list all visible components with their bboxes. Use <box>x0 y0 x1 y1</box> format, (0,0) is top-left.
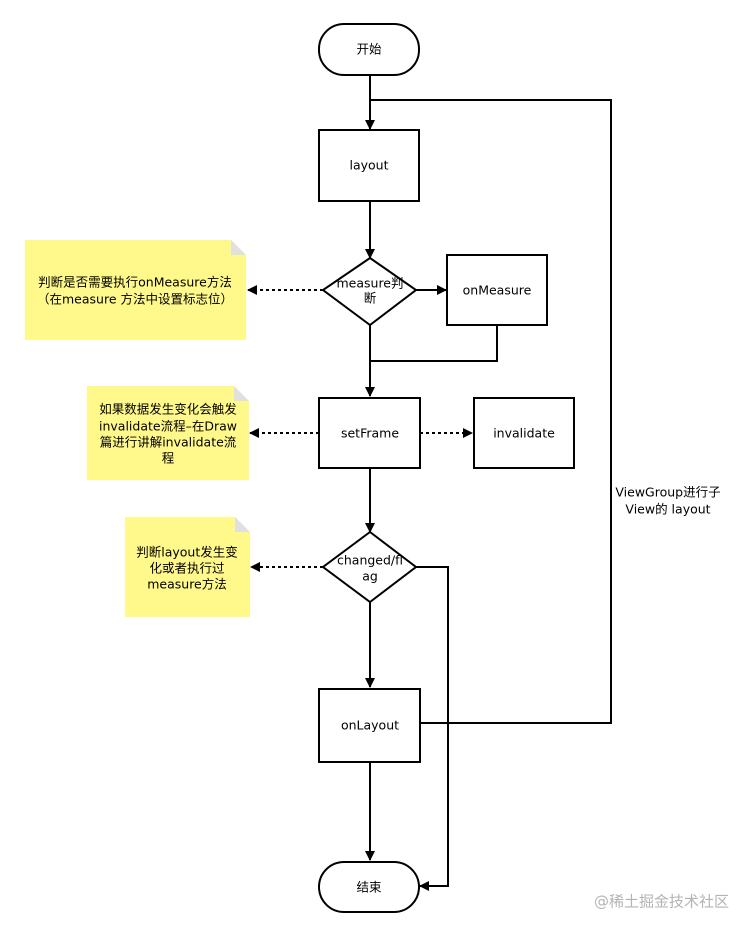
changed-decision-label-line-2: ag <box>362 569 378 584</box>
invalidate-note-line-4: 程 <box>162 451 175 466</box>
edge-changed-decision-skip-to-end <box>416 566 449 891</box>
viewgroup-loop-label-line-1: ViewGroup进行子 <box>615 485 720 500</box>
start-label: 开始 <box>356 42 382 57</box>
watermark-text: @稀土掘金技术社区 <box>594 893 729 911</box>
measure-decision-node: measure判 断 <box>321 256 418 327</box>
layout-note-line-2: 化或者执行过 <box>149 561 225 576</box>
edge-onmeasure-join <box>370 325 498 362</box>
onmeasure-label: onMeasure <box>463 283 532 298</box>
start-node: 开始 <box>318 23 420 76</box>
measure-note: 判断是否需要执行onMeasure方法 （在measure 方法中设置标志位） <box>25 240 246 340</box>
measure-note-line-1: 判断是否需要执行onMeasure方法 <box>38 275 232 290</box>
invalidate-label: invalidate <box>493 426 555 441</box>
setframe-label: setFrame <box>341 426 399 441</box>
viewgroup-loop-label-line-2: View的 layout <box>625 502 710 517</box>
layout-node: layout <box>318 129 420 202</box>
end-node: 结束 <box>318 861 420 913</box>
viewgroup-loop-label: ViewGroup进行子 View的 layout <box>615 485 720 517</box>
edge-onlayout-loop-to-layout <box>370 99 612 724</box>
invalidate-note-line-2: invalidate流程–在Draw <box>99 419 237 434</box>
connectors <box>247 75 612 891</box>
setframe-node: setFrame <box>318 397 421 469</box>
onmeasure-node: onMeasure <box>446 254 548 326</box>
changed-decision-label-line-1: changed/fl <box>337 553 403 568</box>
layout-note-line-1: 判断layout发生变 <box>136 545 238 560</box>
onlayout-label: onLayout <box>341 718 399 733</box>
changed-decision-node: changed/fl ag <box>321 530 418 604</box>
layout-note: 判断layout发生变 化或者执行过 measure方法 <box>125 517 250 617</box>
invalidate-note-line-1: 如果数据发生变化会触发 <box>99 402 237 417</box>
invalidate-note: 如果数据发生变化会触发 invalidate流程–在Draw 篇进行讲解inva… <box>87 386 249 480</box>
end-label: 结束 <box>356 880 382 895</box>
layout-label: layout <box>349 158 388 173</box>
layout-note-line-3: measure方法 <box>147 577 227 592</box>
measure-decision-label-line-1: measure判 <box>336 276 403 291</box>
measure-note-line-2: （在measure 方法中设置标志位） <box>37 292 233 307</box>
measure-decision-label-line-2: 断 <box>364 291 377 306</box>
invalidate-node: invalidate <box>473 397 575 469</box>
invalidate-note-line-3: 篇进行讲解invalidate流 <box>100 435 237 450</box>
onlayout-node: onLayout <box>318 688 421 763</box>
